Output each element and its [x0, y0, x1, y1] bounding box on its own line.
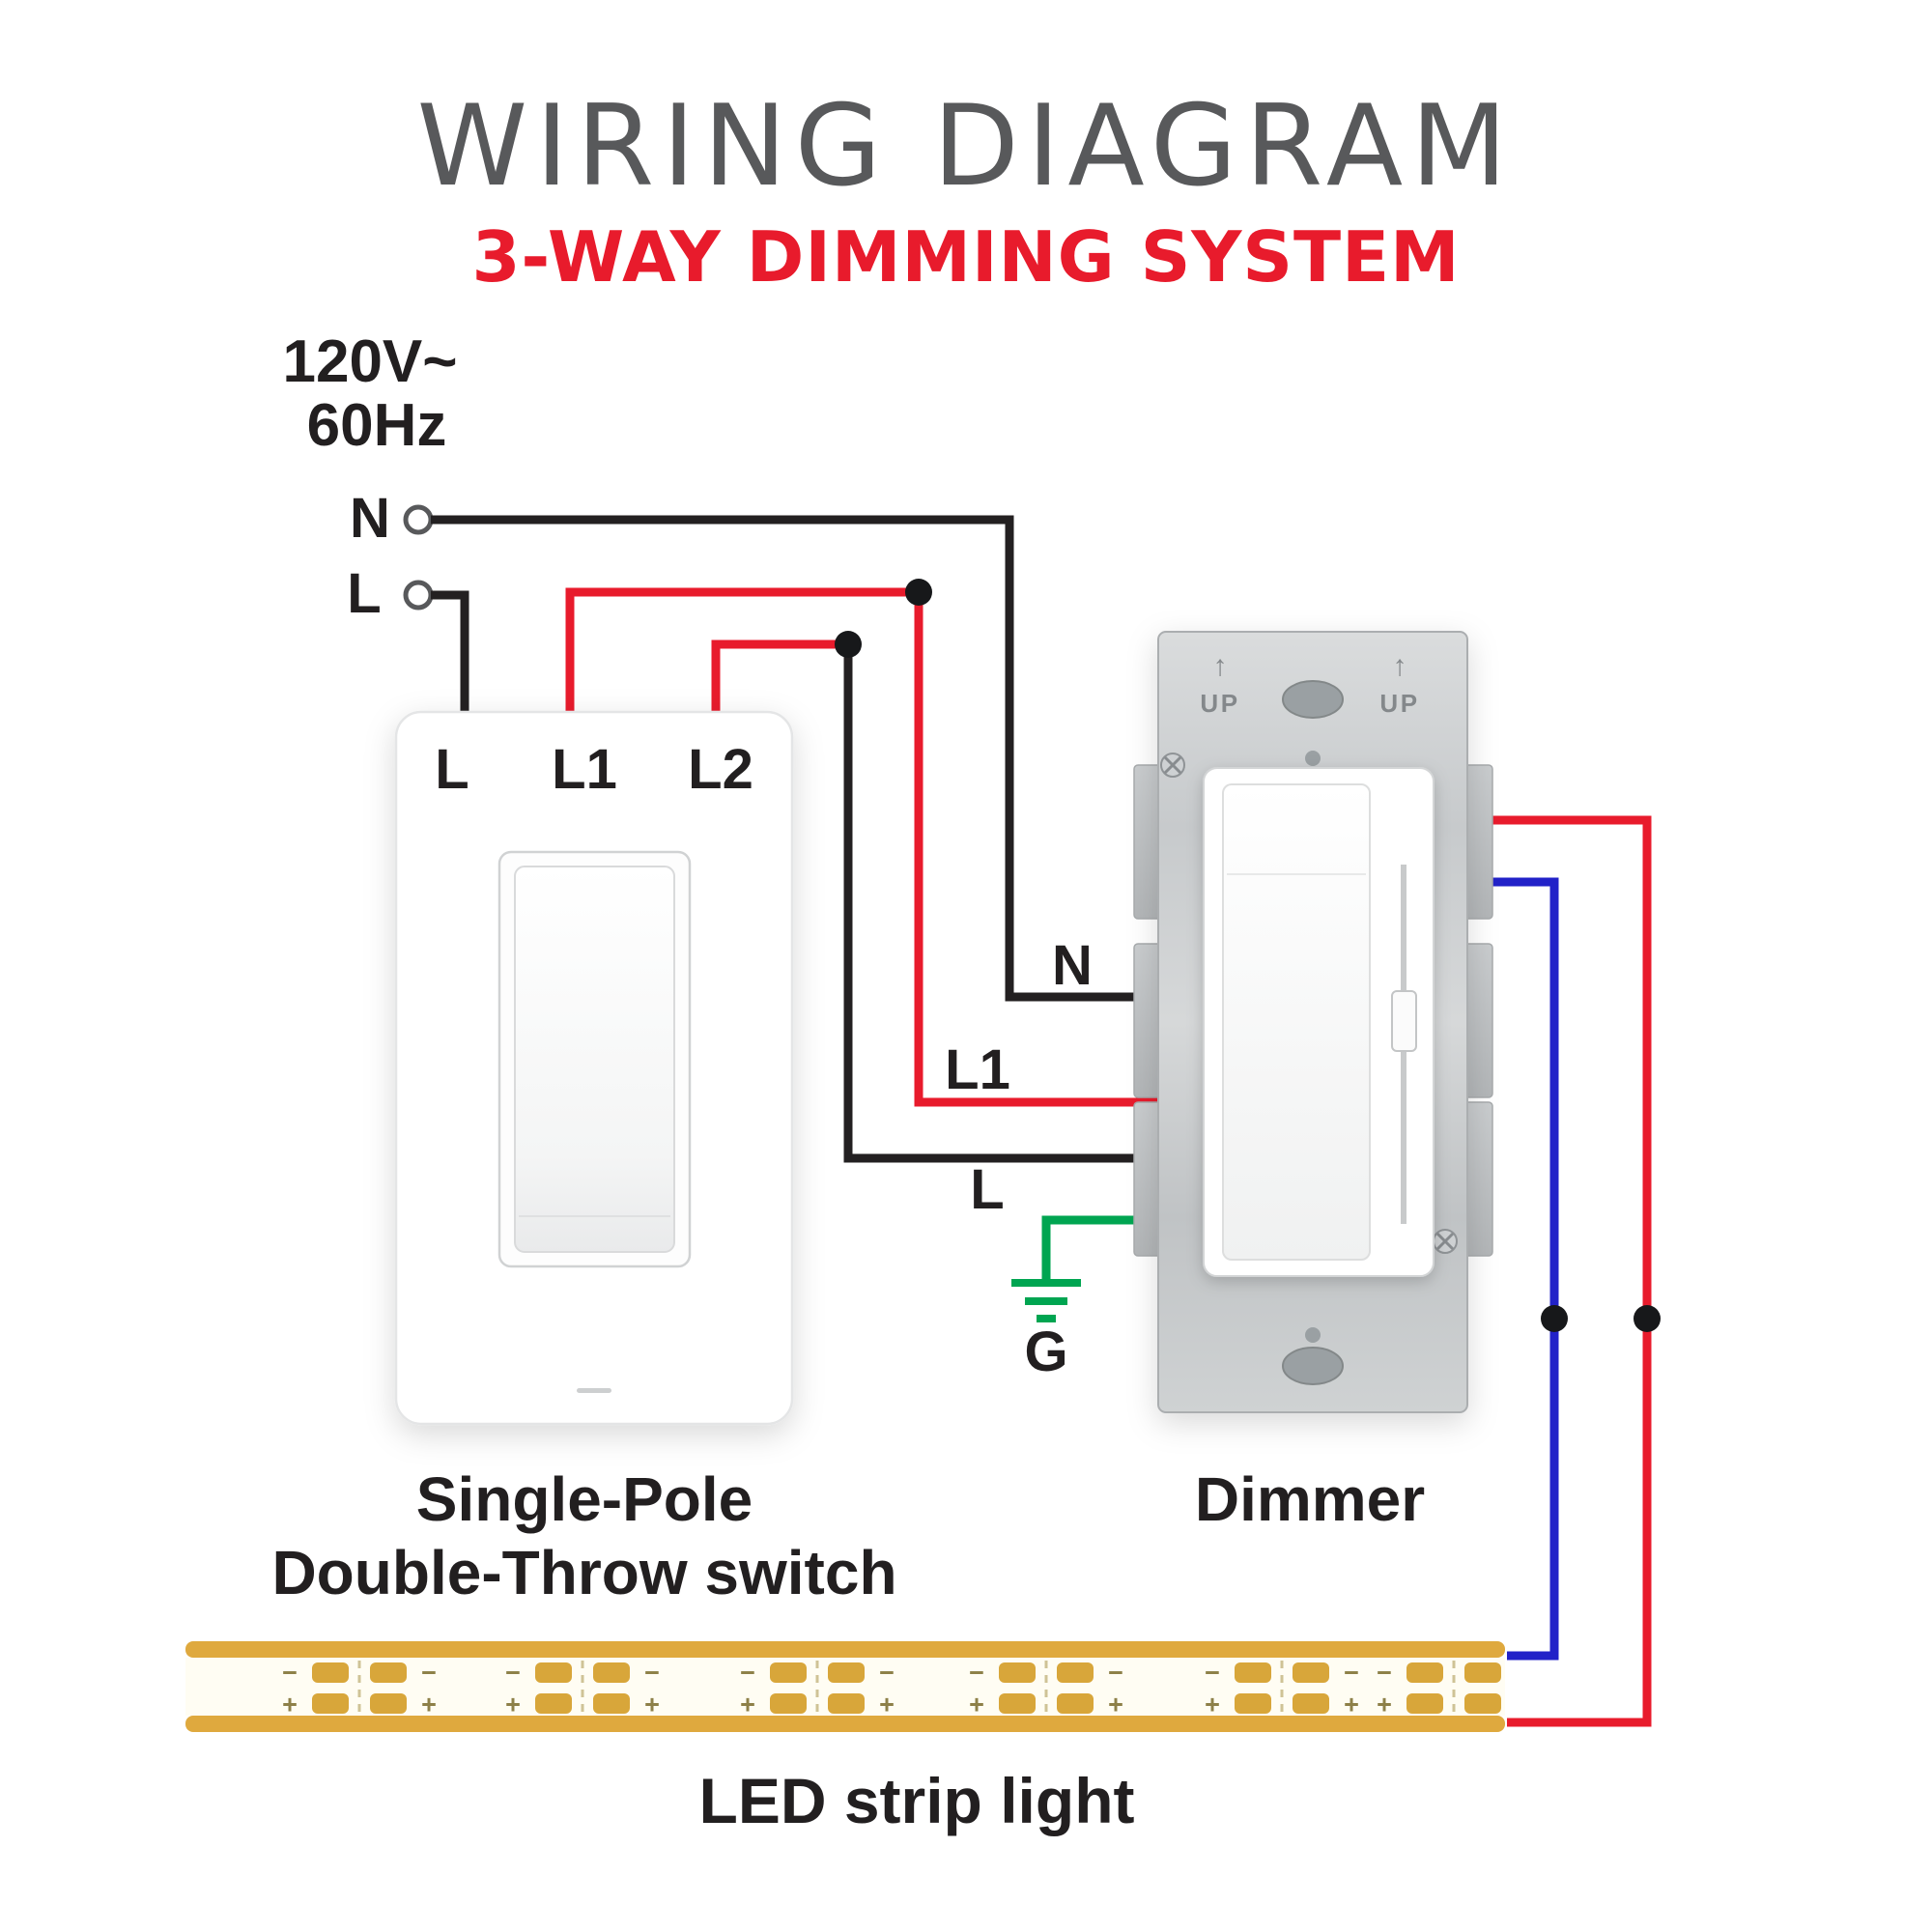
mounting-slot-bottom	[1282, 1347, 1344, 1385]
screw-top-left-icon	[1160, 753, 1185, 778]
led-solder-pad	[535, 1693, 572, 1714]
wire-ground	[1041, 1215, 1165, 1280]
led-solder-pad	[1235, 1693, 1271, 1714]
led-strip-bottom-rail	[185, 1716, 1505, 1732]
led-solder-pad	[828, 1693, 865, 1714]
dimmer-paddle	[1222, 783, 1371, 1261]
led-solder-pad	[370, 1662, 407, 1683]
switch-terminal-l2: L2	[688, 738, 753, 801]
junction-dot	[1634, 1305, 1661, 1332]
junction-dot	[905, 579, 932, 606]
dimmer-terminal-n: N	[1052, 934, 1093, 997]
junction-dot	[835, 631, 862, 658]
screw-slot	[577, 1388, 611, 1393]
led-solder-pad	[535, 1662, 572, 1683]
rocker-paddle	[514, 866, 675, 1253]
wires	[403, 504, 1661, 1727]
led-strip-caption: LED strip light	[698, 1765, 1135, 1836]
dimmer-terminal-l: L	[970, 1158, 1005, 1221]
page-subtitle: 3-WAY DIMMING SYSTEM	[471, 216, 1461, 298]
terminal-ring-neutral	[403, 504, 434, 535]
wire-traveler-l2-black	[843, 644, 1165, 1163]
slider-knob	[1391, 990, 1417, 1052]
dimmer-ground-label: G	[1024, 1321, 1068, 1383]
frequency-label: 60Hz	[306, 392, 447, 459]
switch-terminal-l: L	[435, 738, 469, 801]
led-solder-pad	[999, 1693, 1036, 1714]
led-solder-pad	[1057, 1662, 1094, 1683]
wire-dimmer-to-led-plus	[1461, 815, 1652, 1727]
led-solder-pad	[1293, 1693, 1329, 1714]
led-solder-pad	[770, 1662, 807, 1683]
wire-neutral	[431, 515, 1165, 1002]
led-strip	[185, 1641, 1505, 1732]
led-pad-groups	[312, 1661, 1501, 1714]
led-solder-pad	[312, 1693, 349, 1714]
up-arrow-left-icon: ↑	[1212, 650, 1228, 682]
switch-caption-line1: Single-Pole	[415, 1464, 753, 1534]
up-marking-left: UP	[1200, 689, 1240, 718]
dimmer-caption: Dimmer	[1194, 1464, 1426, 1534]
wire-traveler-l2-red	[711, 639, 848, 712]
led-solder-pad	[1406, 1693, 1443, 1714]
switch-caption-line2: Double-Throw switch	[271, 1538, 897, 1607]
ground-symbol-icon	[1011, 1279, 1081, 1322]
led-solder-pad	[593, 1693, 630, 1714]
led-solder-pad	[1235, 1662, 1271, 1683]
wire-line-to-switch	[431, 590, 469, 712]
plate-hole	[1305, 751, 1321, 766]
page-title: WIRING DIAGRAM	[416, 81, 1516, 212]
junction-dot	[1541, 1305, 1568, 1332]
dimmer-switch	[1133, 631, 1493, 1413]
led-solder-pad	[370, 1693, 407, 1714]
mounting-slot-top	[1282, 680, 1344, 719]
mounting-ears	[1133, 764, 1493, 1257]
source-line-label: L	[347, 562, 382, 625]
wire-dimmer-to-led-minus	[1461, 877, 1559, 1661]
led-solder-pad	[593, 1662, 630, 1683]
led-solder-pad	[1057, 1693, 1094, 1714]
voltage-label: 120V~	[282, 328, 458, 395]
led-solder-pad	[1464, 1662, 1501, 1683]
plate-hole	[1305, 1327, 1321, 1343]
source-neutral-label: N	[350, 487, 390, 550]
single-pole-switch	[394, 710, 794, 1426]
led-solder-pad	[828, 1662, 865, 1683]
led-solder-pad	[1464, 1693, 1501, 1714]
up-marking-right: UP	[1379, 689, 1420, 718]
switch-terminal-l1: L1	[552, 738, 617, 801]
dimmer-terminal-l1: L1	[945, 1038, 1010, 1101]
screw-bottom-right-icon	[1433, 1229, 1458, 1254]
led-solder-pad	[1406, 1662, 1443, 1683]
up-arrow-right-icon: ↑	[1392, 650, 1407, 682]
led-solder-pad	[999, 1662, 1036, 1683]
led-solder-pad	[770, 1693, 807, 1714]
led-solder-pad	[1293, 1662, 1329, 1683]
led-solder-pad	[312, 1662, 349, 1683]
led-strip-top-rail	[185, 1641, 1505, 1658]
terminal-ring-line	[403, 580, 434, 611]
